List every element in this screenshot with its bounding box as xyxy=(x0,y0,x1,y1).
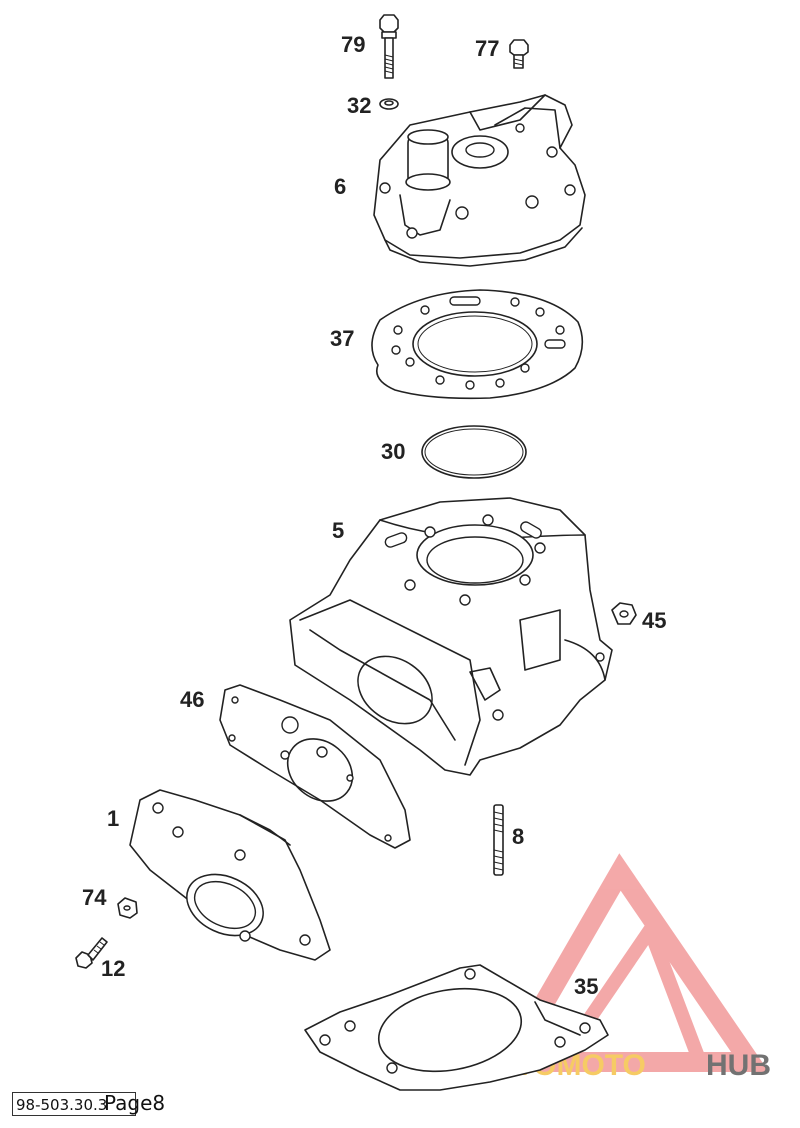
part-45-nut xyxy=(611,602,637,625)
diagram-code: 98-503.30.3 xyxy=(12,1092,136,1116)
label-32: 32 xyxy=(347,93,371,118)
label-79: 79 xyxy=(341,32,365,57)
part-12-bolt xyxy=(75,937,108,969)
page-number: Page8 xyxy=(104,1091,166,1115)
label-30: 30 xyxy=(381,439,405,464)
part-79-bolt xyxy=(379,14,399,79)
label-74: 74 xyxy=(82,885,107,910)
part-46-gasket xyxy=(219,684,411,849)
label-1: 1 xyxy=(107,806,119,831)
part-1-intake-flange xyxy=(129,789,331,961)
label-12: 12 xyxy=(101,956,125,981)
part-32-washer xyxy=(379,98,399,110)
label-45: 45 xyxy=(642,608,666,633)
part-5-cylinder xyxy=(289,497,613,776)
label-5: 5 xyxy=(332,518,344,543)
label-46: 46 xyxy=(180,687,204,712)
part-35-base-gasket xyxy=(304,964,609,1091)
part-8-stud xyxy=(493,804,504,876)
part-77-bolt xyxy=(509,39,529,69)
label-6: 6 xyxy=(334,174,346,199)
part-6-cylinder-head xyxy=(373,94,586,267)
part-30-o-ring xyxy=(421,425,527,479)
label-8: 8 xyxy=(512,824,524,849)
label-35: 35 xyxy=(574,974,598,999)
part-37-head-gasket xyxy=(371,289,584,400)
watermark-text-hub: HUB xyxy=(706,1049,771,1082)
label-37: 37 xyxy=(330,326,354,351)
label-77: 77 xyxy=(475,36,499,61)
part-74-nut xyxy=(117,897,138,919)
